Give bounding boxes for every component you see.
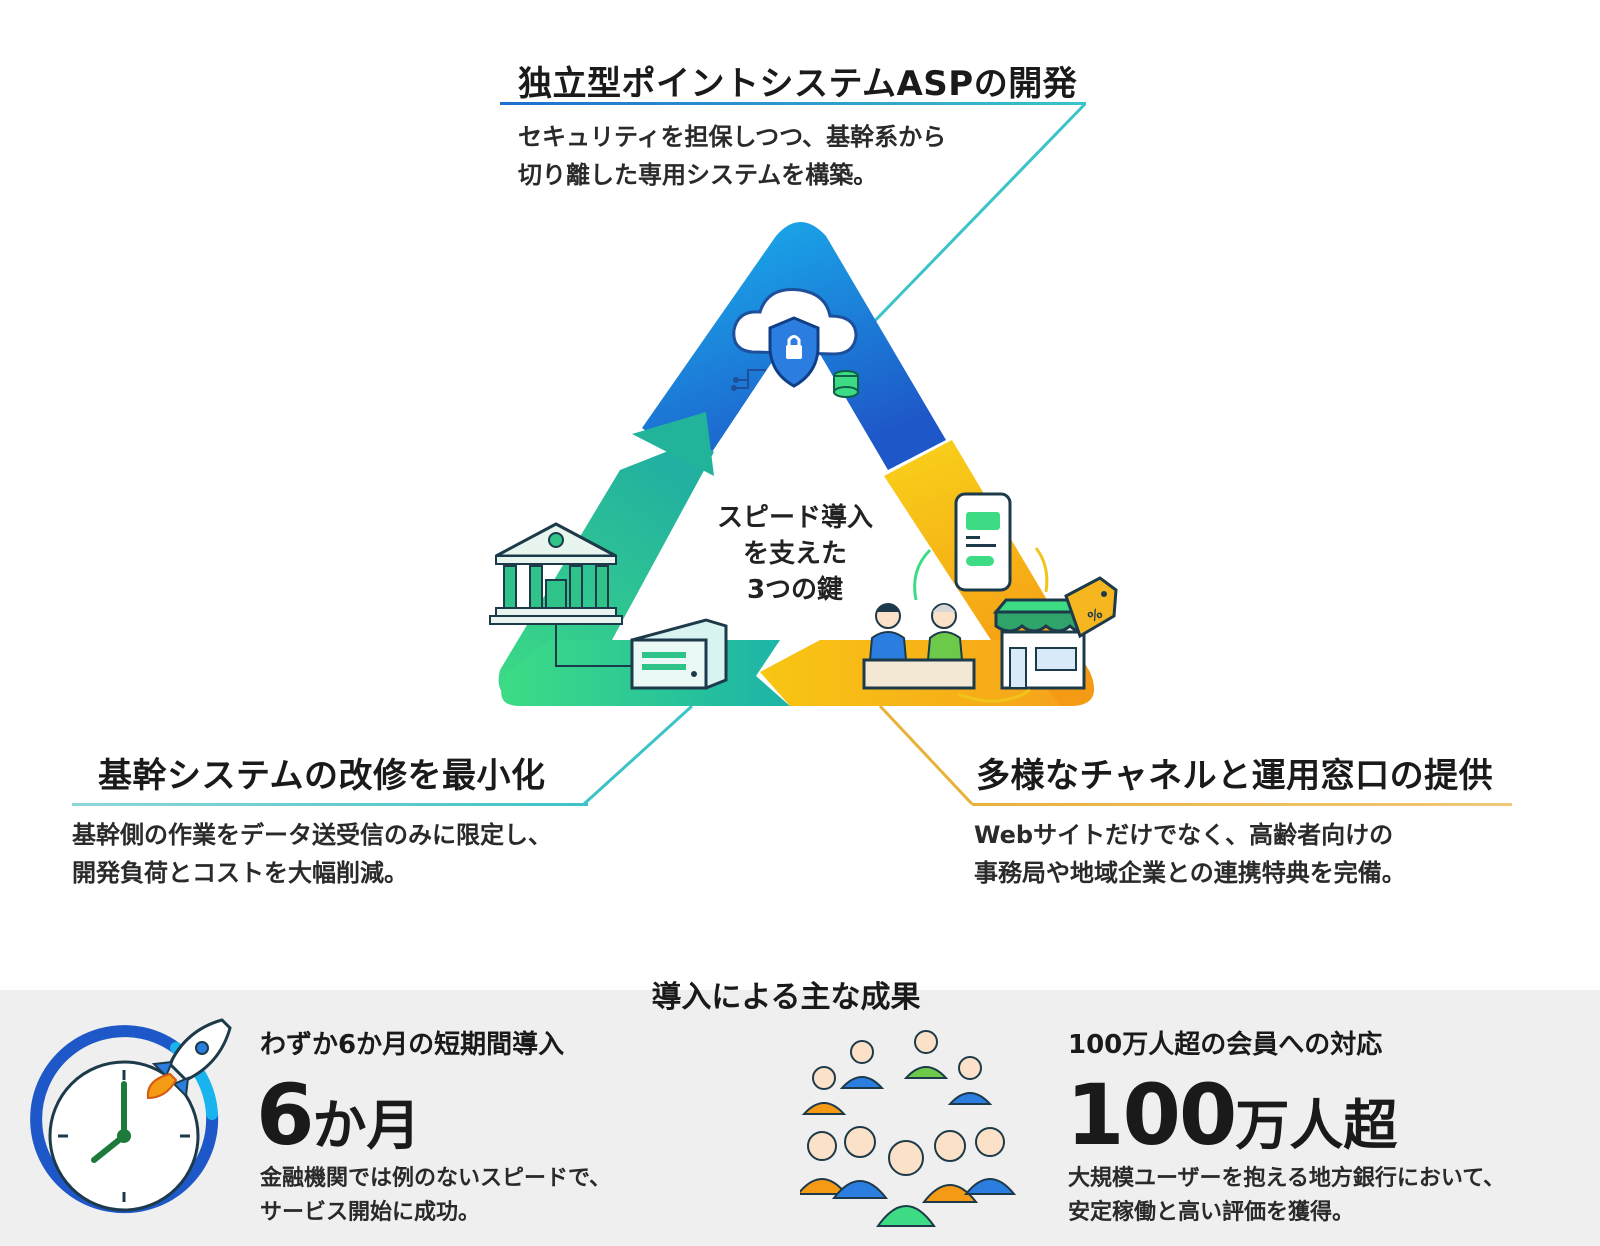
duration-desc-line-2: サービス開始に成功。 [260, 1200, 481, 1225]
members-description: 大規模ユーザーを抱える地方銀行において、 安定稼働と高い評価を獲得。 [1068, 1162, 1505, 1230]
duration-unit: か月 [312, 1094, 421, 1157]
people-front-row [800, 1126, 1017, 1227]
shop-icon [992, 598, 1094, 690]
help-desk-icon [862, 603, 976, 690]
top-desc-line-2: 切り離した専用システムを構築。 [518, 161, 878, 189]
duration-subtitle: わずか6か月の短期間導入 [260, 1030, 565, 1060]
members-subtitle: 100万人超の会員への対応 [1068, 1030, 1383, 1060]
left-desc-line-1: 基幹側の作業をデータ送受信のみに限定し、 [72, 821, 552, 849]
duration-description: 金融機関では例のないスピードで、 サービス開始に成功。 [260, 1162, 611, 1230]
clock-rocket-icon [30, 1018, 232, 1214]
right-key-underline [972, 803, 1512, 806]
members-desc-line-2: 安定稼働と高い評価を獲得。 [1068, 1200, 1355, 1225]
results-title: 導入による主な成果 [651, 980, 921, 1015]
server-icon [630, 618, 728, 690]
svg-text:%: % [1086, 606, 1106, 627]
price-tag-icon: % [957, 576, 1118, 703]
duration-number: 6 [256, 1066, 314, 1164]
duration-big-value: 6か月 [256, 1070, 420, 1171]
left-connector-line [582, 704, 694, 806]
top-key-description: セキュリティを担保しつつ、基幹系から 切り離した専用システムを構築。 [518, 118, 946, 194]
cloud-shield-icon [731, 287, 859, 398]
three-keys-diagram: % [489, 102, 1118, 806]
clock-icon [30, 1025, 219, 1214]
right-key-title: 多様なチャネルと運用窓口の提供 [976, 756, 1494, 796]
left-desc-line-2: 開発負荷とコストを大幅削減。 [72, 859, 408, 887]
smartphone-icon [913, 492, 1049, 601]
green-arrow-head [632, 412, 714, 476]
members-number: 100 [1066, 1066, 1237, 1164]
members-desc-line-1: 大規模ユーザーを抱える地方銀行において、 [1068, 1166, 1506, 1191]
right-desc-line-2: 事務局や地域企業との連携特典を完備。 [974, 859, 1406, 887]
left-key-underline [72, 803, 588, 806]
top-key-title: 独立型ポイントシステムASPの開発 [518, 64, 1078, 104]
members-big-value: 100万人超 [1066, 1070, 1397, 1171]
right-key-description: Webサイトだけでなく、高齢者向けの 事務局や地域企業との連携特典を完備。 [974, 816, 1406, 892]
center-label: スピード導入 を支えた 3つの鍵 [680, 500, 910, 608]
blue-segment [642, 222, 946, 470]
rocket-icon [146, 1018, 232, 1100]
bank-icon [489, 522, 636, 667]
results-panel [0, 990, 1600, 1246]
people-back-row [801, 1030, 993, 1115]
center-line-2: を支えた [742, 539, 847, 569]
duration-desc-line-1: 金融機関では例のないスピードで、 [260, 1166, 612, 1191]
top-connector-line [864, 102, 1087, 332]
top-desc-line-1: セキュリティを担保しつつ、基幹系から [518, 123, 947, 151]
people-group-icon [800, 1030, 1017, 1227]
members-unit: 万人超 [1235, 1094, 1398, 1157]
top-key-underline [500, 102, 1086, 105]
right-desc-line-1: Webサイトだけでなく、高齢者向けの [974, 821, 1394, 849]
left-key-description: 基幹側の作業をデータ送受信のみに限定し、 開発負荷とコストを大幅削減。 [72, 816, 552, 892]
right-connector-line [878, 704, 974, 806]
left-key-title: 基幹システムの改修を最小化 [98, 756, 546, 796]
center-line-3: 3つの鍵 [746, 575, 844, 605]
center-line-1: スピード導入 [716, 503, 873, 533]
